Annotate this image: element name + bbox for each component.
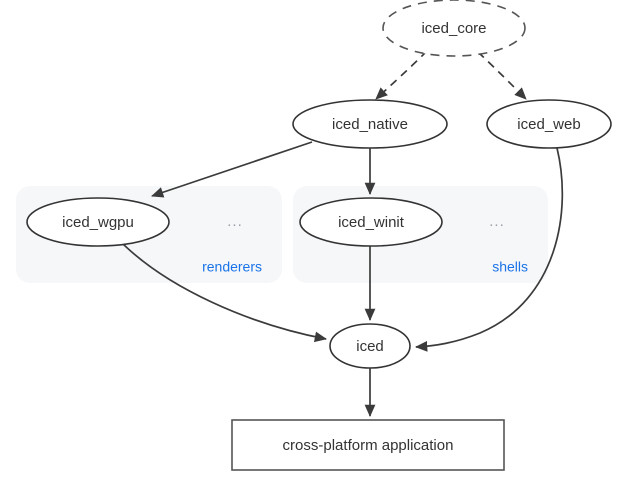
node-app-shape[interactable] [231, 419, 505, 471]
node-iced-shape[interactable] [329, 323, 411, 369]
node-iced-native-shape[interactable] [292, 99, 448, 149]
shells-more-ellipsis: ... [489, 213, 505, 230]
node-iced-winit-label: iced_winit [338, 214, 405, 231]
node-iced-wgpu-label: iced_wgpu [62, 214, 134, 231]
edge-wgpu-to-iced [121, 242, 327, 343]
node-iced-label: iced [356, 338, 384, 355]
node-iced-native-label: iced_native [332, 116, 408, 133]
node-iced-native[interactable]: iced_native [292, 99, 448, 149]
edge-core-to-native [375, 50, 428, 100]
edge-native-to-wgpu [151, 141, 313, 198]
node-iced-wgpu[interactable]: iced_wgpu [26, 197, 170, 247]
edge-core-to-web [477, 51, 527, 100]
node-iced-web[interactable]: iced_web [486, 99, 612, 149]
node-iced-web-shape[interactable] [486, 99, 612, 149]
node-iced-winit-shape[interactable] [299, 197, 443, 247]
node-iced-web-label: iced_web [517, 116, 580, 133]
node-iced[interactable]: iced [329, 323, 411, 369]
node-iced-core-shape[interactable] [382, 0, 526, 57]
node-iced-core[interactable]: iced_core [382, 0, 526, 57]
node-iced-winit[interactable]: iced_winit [299, 197, 443, 247]
group-shells-label: shells [492, 259, 528, 275]
group-renderers-label: renderers [202, 259, 262, 275]
node-cross-platform-application[interactable]: cross-platform application [231, 419, 505, 471]
node-iced-core-label: iced_core [421, 20, 486, 37]
node-iced-wgpu-shape[interactable] [26, 197, 170, 247]
node-app-label: cross-platform application [283, 437, 454, 454]
edge-web-to-iced [415, 147, 564, 352]
renderers-more-ellipsis: ... [227, 213, 243, 230]
